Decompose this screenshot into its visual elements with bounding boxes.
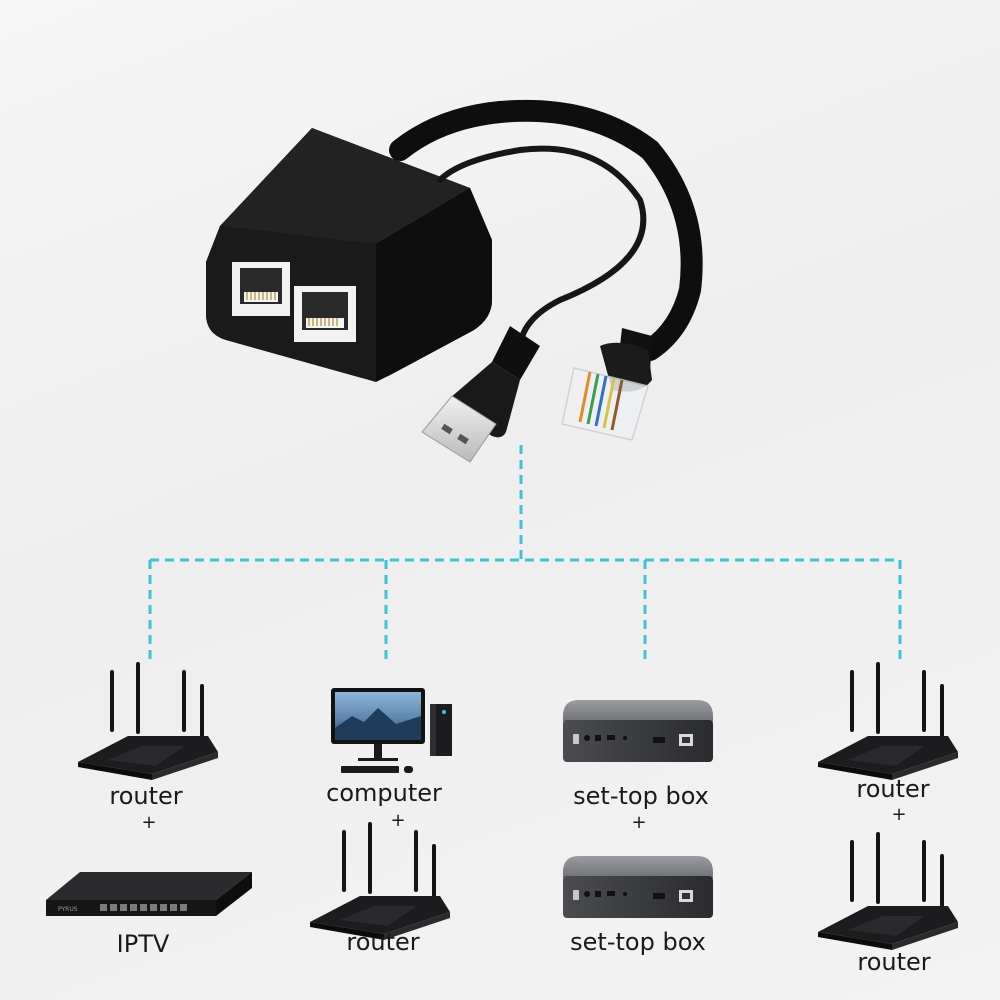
label-router: router xyxy=(856,775,930,803)
label-iptv: IPTV xyxy=(116,930,170,958)
plus-sign: + xyxy=(141,812,157,833)
usb-plug-icon xyxy=(421,326,540,463)
label-set-top-box: set-top box xyxy=(570,928,706,956)
plus-sign: + xyxy=(631,812,647,833)
label-router: router xyxy=(109,782,183,810)
router-icon xyxy=(310,822,450,940)
ethernet-splitter-icon xyxy=(206,128,492,382)
router-icon xyxy=(818,832,958,950)
plus-sign: + xyxy=(891,804,907,825)
connection-lines xyxy=(148,445,902,660)
iptv-rack-icon: PYRUS xyxy=(46,872,252,916)
set-top-box-icon xyxy=(563,856,713,918)
iptv-brand: PYRUS xyxy=(58,906,78,913)
router-icon xyxy=(78,662,218,780)
label-set-top-box: set-top box xyxy=(573,782,709,810)
label-router: router xyxy=(346,928,420,956)
router-icon xyxy=(818,662,958,780)
computer-icon xyxy=(331,688,452,773)
label-computer: computer xyxy=(326,779,442,807)
rj45-plug-icon xyxy=(561,328,652,441)
cable-icon xyxy=(389,99,703,361)
set-top-box-icon xyxy=(563,700,713,762)
label-router: router xyxy=(857,948,931,976)
plus-sign: + xyxy=(390,810,406,831)
